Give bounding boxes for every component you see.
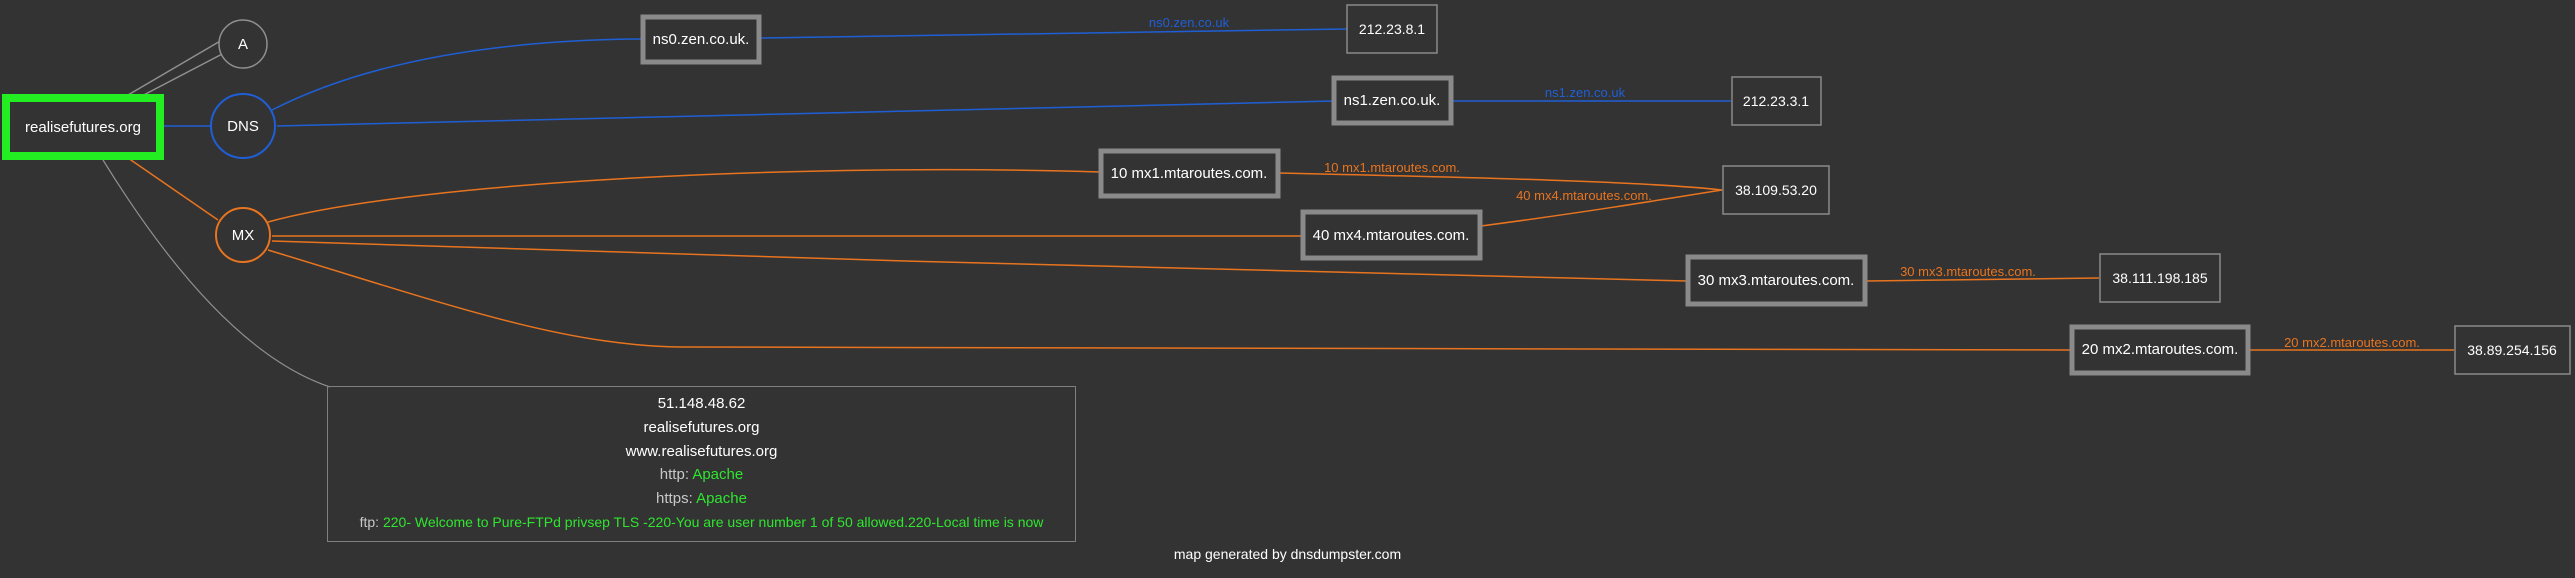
server-mx1-box (1098, 148, 1281, 199)
host-ftp-row: ftp: 220- Welcome to Pure-FTPd privsep T… (328, 514, 1075, 530)
server-ns0-label: ns0.zen.co.uk. (653, 31, 750, 48)
host-http-row: http: Apache (328, 466, 1075, 483)
server-ns0[interactable]: ns0.zen.co.uk. (640, 14, 762, 65)
server-mx2-box (2069, 324, 2251, 376)
server-mx1-label: 10 mx1.mtaroutes.com. (1111, 165, 1268, 182)
edge-dns-ns0 (271, 38, 643, 111)
ip-box-mx3-rect (2099, 253, 2221, 303)
ip-box-ns1-label: 212.23.3.1 (1743, 93, 1809, 109)
edge-label-ns0: ns0.zen.co.uk (1149, 15, 1230, 30)
edge-mx-mx1 (267, 168, 1101, 223)
edge-dns-ns1 (276, 100, 1335, 127)
server-mx1[interactable]: 10 mx1.mtaroutes.com. (1098, 148, 1281, 199)
edge-root-a (135, 51, 227, 100)
root-node-label: realisefutures.org (25, 119, 141, 136)
host-ftp-key: ftp: (359, 514, 380, 530)
server-mx4[interactable]: 40 mx4.mtaroutes.com. (1300, 209, 1483, 261)
server-ns1[interactable]: ns1.zen.co.uk. (1331, 75, 1454, 126)
hub-dns-label: DNS (227, 118, 259, 135)
ip-box-mx2[interactable]: 38.89.254.156 (2454, 325, 2571, 375)
hub-a-label: A (238, 36, 248, 53)
ip-box-ns1[interactable]: 212.23.3.1 (1731, 76, 1822, 126)
edge-label-mx3: 30 mx3.mtaroutes.com. (1900, 264, 2036, 279)
hub-dns[interactable]: DNS (210, 93, 276, 159)
edge-label-ns1: ns1.zen.co.uk (1545, 85, 1626, 100)
host-info-box[interactable]: 51.148.48.62 realisefutures.org www.real… (327, 386, 1076, 542)
edge-root-a (127, 39, 223, 96)
host-ftp-value: 220- Welcome to Pure-FTPd privsep TLS -2… (382, 514, 1044, 530)
host-https-value: Apache (696, 490, 747, 507)
edge-ns0-ip (759, 28, 1348, 39)
host-http-value: Apache (692, 466, 744, 483)
host-domain: realisefutures.org (643, 419, 760, 436)
host-ip: 51.148.48.62 (657, 395, 746, 412)
ip-box-mx3-label: 38.111.198.185 (2112, 270, 2207, 286)
server-mx3-box (1685, 254, 1868, 307)
ip-box-ns0[interactable]: 212.23.8.1 (1346, 4, 1438, 54)
server-mx3[interactable]: 30 mx3.mtaroutes.com. (1685, 254, 1868, 307)
ip-box-ns1-rect (1731, 76, 1822, 126)
server-mx4-label: 40 mx4.mtaroutes.com. (1313, 227, 1470, 244)
server-ns0-box (640, 14, 762, 65)
ip-box-mx1[interactable]: 38.109.53.20 (1722, 165, 1830, 215)
host-http-key: http: (659, 466, 689, 483)
server-ns1-box (1331, 75, 1454, 126)
ip-box-mx1-rect (1722, 165, 1830, 215)
edge-root-info (102, 159, 331, 388)
server-mx2-label: 20 mx2.mtaroutes.com. (2082, 341, 2239, 358)
hub-a[interactable]: A (218, 19, 268, 69)
ip-box-ns0-label: 212.23.8.1 (1359, 21, 1425, 37)
host-https-key: https: (656, 490, 693, 507)
edge-label-mx2: 20 mx2.mtaroutes.com. (2284, 335, 2420, 350)
ip-box-mx2-rect (2454, 325, 2571, 375)
server-ns1-label: ns1.zen.co.uk. (1344, 92, 1441, 109)
edge-mx-mx2 (267, 249, 2071, 351)
footer-credit: map generated by dnsdumpster.com (1173, 546, 1402, 562)
ip-box-mx1-label: 38.109.53.20 (1735, 182, 1817, 198)
hub-mx[interactable]: MX (215, 207, 271, 263)
edge-mx-mx3 (271, 240, 1688, 282)
edge-label-mx1: 10 mx1.mtaroutes.com. (1324, 160, 1460, 175)
ip-box-mx3[interactable]: 38.111.198.185 (2099, 253, 2221, 303)
hub-dns-circle (210, 93, 276, 159)
server-mx2[interactable]: 20 mx2.mtaroutes.com. (2069, 324, 2251, 376)
edge-mx3-ip (1865, 277, 2100, 282)
hub-mx-circle (215, 207, 271, 263)
server-mx4-box (1300, 209, 1483, 261)
server-mx3-label: 30 mx3.mtaroutes.com. (1698, 272, 1855, 289)
hub-a-circle (218, 19, 268, 69)
edge-mx1-ip (1278, 172, 1723, 191)
edge-label-mx4: 40 mx4.mtaroutes.com. (1516, 188, 1652, 203)
hub-mx-label: MX (232, 227, 255, 244)
host-https-row: https: Apache (328, 490, 1075, 507)
root-node[interactable]: realisefutures.org (2, 94, 164, 160)
ip-box-mx2-label: 38.89.254.156 (2467, 342, 2557, 358)
edge-root-mx (127, 157, 219, 221)
ip-box-ns0-rect (1346, 4, 1438, 54)
root-node-box (2, 94, 164, 160)
edge-mx4-ip (1480, 189, 1723, 227)
host-www: www.realisefutures.org (625, 443, 778, 460)
